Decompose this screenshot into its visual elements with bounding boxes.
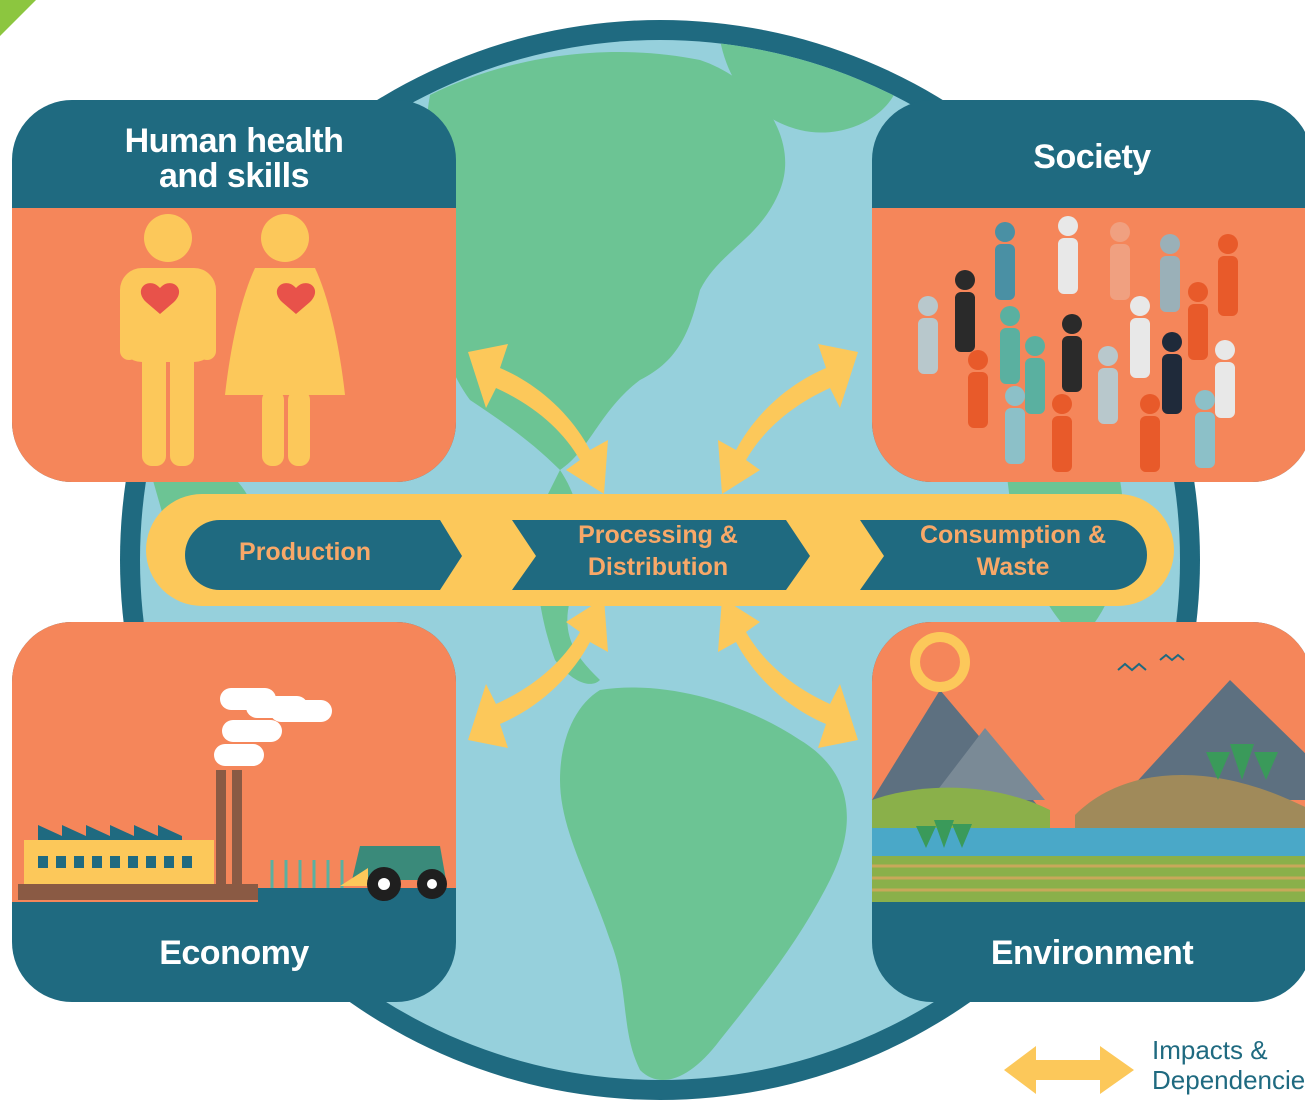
consumption-label-line1: Consumption &: [919, 521, 1107, 549]
south-america-land: [560, 687, 847, 1080]
society-panel: [872, 100, 1305, 482]
health-title-line1: Human health: [124, 122, 344, 160]
legend-arrow-icon: [1004, 1046, 1134, 1094]
environment-panel: [872, 622, 1305, 1002]
environment-title: Environment: [990, 934, 1194, 972]
economy-panel: [12, 622, 456, 1002]
production-stage: [185, 520, 462, 590]
health-title-line2: and skills: [159, 156, 309, 195]
health-panel: [12, 100, 456, 482]
production-label: Production: [239, 538, 371, 566]
arrow-environment: [718, 598, 858, 748]
economy-title: Economy: [159, 934, 309, 972]
consumption-label-line2: Waste: [976, 552, 1050, 581]
processing-label: Processing & Distribution: [530, 521, 786, 581]
smoke-icon: [214, 688, 332, 766]
sun-icon: [910, 632, 970, 692]
consumption-stage: [860, 520, 1147, 590]
legend-label-line2: Dependencies: [1152, 1064, 1305, 1095]
male-figure-icon: [120, 214, 216, 466]
birds-icon: [1117, 653, 1185, 672]
impact-arrows: [468, 344, 858, 748]
legend-label: Impacts & Dependencies: [1152, 1035, 1305, 1096]
arrow-economy: [468, 598, 608, 748]
crops-icon: [270, 860, 344, 888]
tractor-icon: [340, 846, 447, 901]
arrow-society: [718, 344, 858, 494]
factory-icon: [18, 688, 456, 902]
female-figure-icon: [225, 214, 345, 466]
corner-accent: [0, 0, 36, 36]
society-title: Society: [1033, 138, 1151, 176]
processing-label-line2: Distribution: [587, 552, 729, 581]
legend-label-line1: Impacts &: [1152, 1035, 1268, 1065]
processing-label-line1: Processing &: [578, 521, 738, 549]
arrow-health: [468, 344, 608, 494]
health-title: Human health and skills: [22, 124, 446, 193]
trees-icon: [916, 744, 1278, 848]
crowd-icon: [918, 216, 1238, 472]
north-america-land: [425, 52, 786, 470]
value-chain-band: [146, 494, 1174, 606]
consumption-label: Consumption & Waste: [880, 521, 1146, 581]
processing-stage: [512, 520, 810, 590]
